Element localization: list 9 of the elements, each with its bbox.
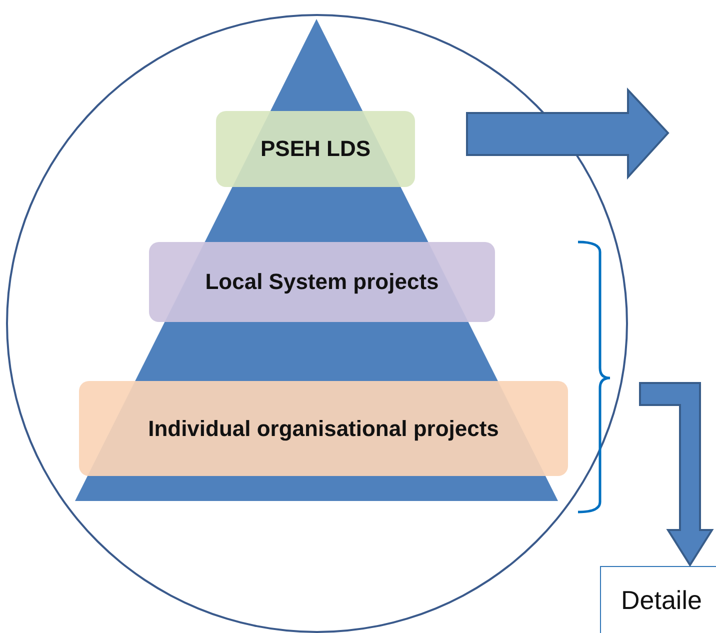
level-label: PSEH LDS [260,136,371,162]
level-box [149,242,495,322]
text-box [600,566,716,633]
level-box [79,381,568,476]
block-arrow [639,382,714,567]
level-label: Individual organisational projects [148,416,499,442]
level-label: Detaile [621,584,702,616]
level-box [216,111,415,187]
level-label: Local System projects [205,269,439,295]
